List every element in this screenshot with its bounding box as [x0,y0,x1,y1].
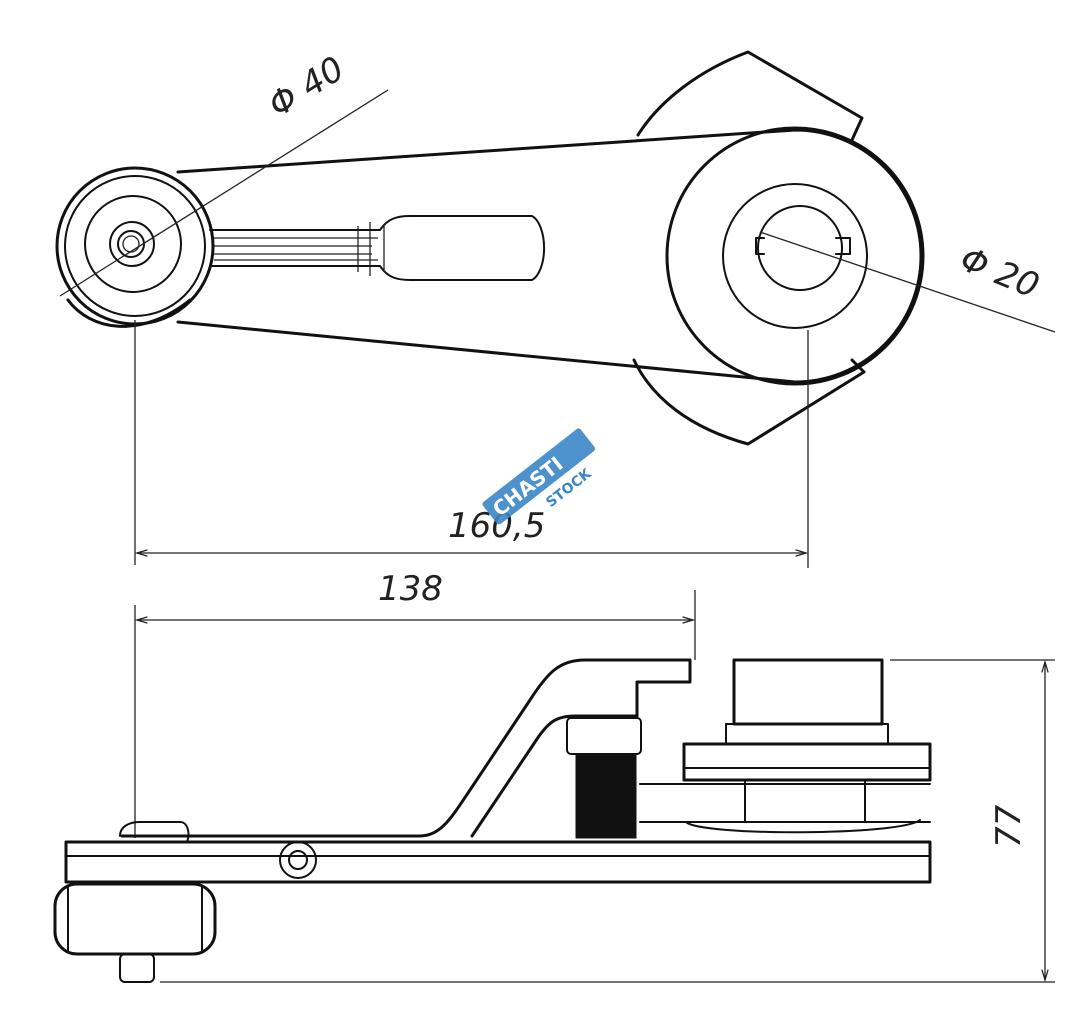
hub-body [744,779,866,823]
dim-diam20-label: Φ 20 [955,239,1045,306]
slot-ribs [214,237,378,261]
hub-keyways [755,237,851,255]
bent-arm [120,658,692,838]
dim-138-label: 138 [378,569,443,609]
lever-arm [176,128,923,384]
dim-diam40-leader [59,89,389,297]
hub-washer [685,819,921,834]
roller-axle [119,953,155,983]
roller-rim [64,175,206,317]
dim-diam40-label: Φ 40 [262,49,352,126]
hub-cap [732,658,884,726]
side-view: 138 77 [53,569,1055,983]
lever-slot [209,215,546,281]
bolt-thread [575,753,637,839]
plate-rivet-inner [288,850,308,870]
roller-side [53,882,217,956]
roller-hub [84,195,182,293]
roller-pin-core [122,235,140,253]
arm-end-tab [119,821,190,843]
hub-boss [722,183,868,329]
cam-lower-lobe [632,358,866,446]
plate-rivet [279,841,317,879]
hub-layer-lines [639,783,931,823]
dim-diam20-leader [759,231,1056,333]
roller-inner [109,221,155,267]
bolt-head [566,717,642,755]
hub-bore [757,205,843,291]
cam-upper-lobe [636,50,864,142]
hub-outer [665,126,925,386]
slot-step-lines [357,222,385,276]
dim-77-label: 77 [989,804,1029,848]
main-plate [64,840,932,884]
roller-pin [117,230,145,258]
hub-cap-ring [725,723,889,745]
roller-shadow-edge [66,298,192,328]
hub-flange [682,742,932,782]
